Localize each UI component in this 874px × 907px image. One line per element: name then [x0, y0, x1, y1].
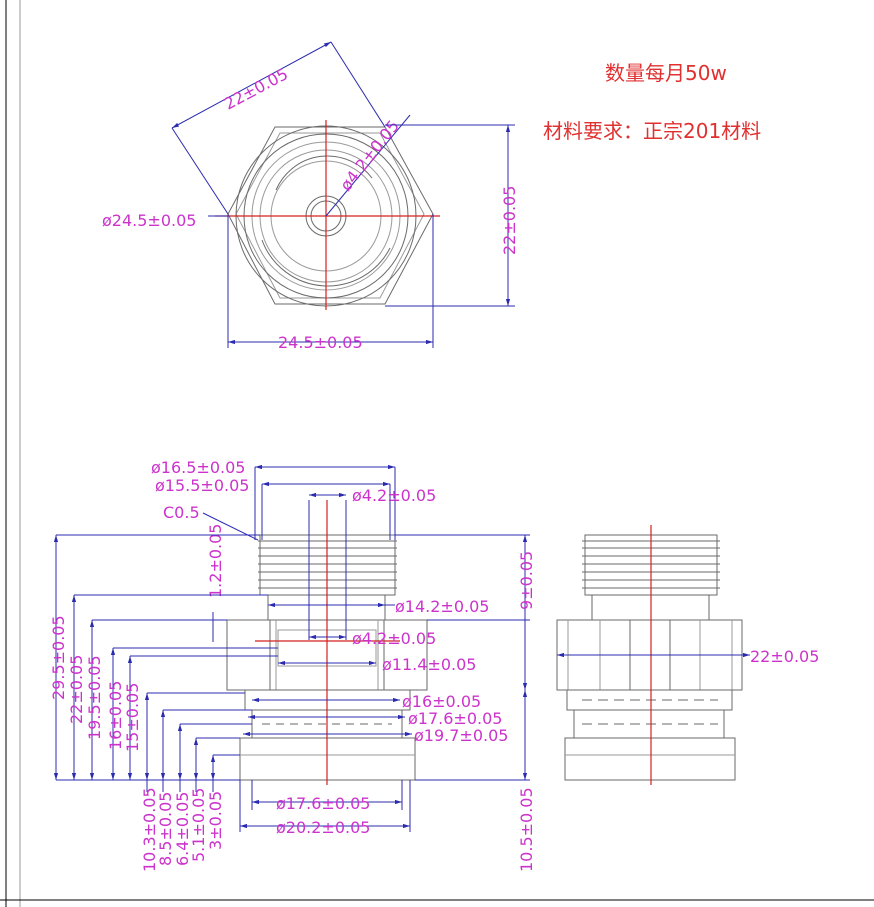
- note-material: 材料要求：正宗201材料: [543, 119, 761, 143]
- dim-d176-b: ø17.6±0.05: [276, 794, 370, 813]
- dim-d155: ø15.5±0.05: [155, 476, 249, 495]
- dim-h85: 8.5±0.05: [156, 792, 175, 866]
- dim-h9: 9±0.05: [517, 551, 536, 610]
- dim-d202: ø20.2±0.05: [276, 818, 370, 837]
- dim-d42-mid: ø4.2±0.05: [352, 629, 436, 648]
- dim-top-height: 22±0.05: [500, 186, 519, 255]
- dim-h12: 1.2±0.05: [206, 524, 225, 598]
- dim-top-diag: 22±0.05: [221, 64, 291, 113]
- dim-d114: ø11.4±0.05: [382, 655, 476, 674]
- dim-d42-top: ø4.2±0.05: [352, 486, 436, 505]
- dim-h51: 5.1±0.05: [189, 788, 208, 862]
- dim-d197: ø19.7±0.05: [414, 726, 508, 745]
- dim-h105: 10.5±0.05: [517, 787, 536, 872]
- dim-d142: ø14.2±0.05: [395, 597, 489, 616]
- dim-top-width: 24.5±0.05: [278, 333, 363, 352]
- dim-h22: 22±0.05: [67, 655, 86, 724]
- dim-h103: 10.3±0.05: [140, 787, 159, 872]
- dim-c05: C0.5: [163, 503, 200, 522]
- top-view: 22±0.05 ø4.2±0.05 ø24.5±0.05 22±0.05 24.…: [102, 41, 519, 352]
- dim-d165: ø16.5±0.05: [151, 458, 245, 477]
- dim-h3: 3±0.05: [206, 791, 225, 850]
- dim-d16: ø16±0.05: [402, 692, 481, 711]
- note-quantity: 数量每月50w: [605, 61, 727, 85]
- front-view: ø16.5±0.05 ø15.5±0.05 ø4.2±0.05 C0.5 1.2…: [49, 458, 536, 872]
- dim-side-width: 22±0.05: [750, 647, 819, 666]
- dim-h64: 6.4±0.05: [173, 792, 192, 866]
- dim-top-across-corners: ø24.5±0.05: [102, 211, 196, 230]
- side-view: 22±0.05: [556, 525, 819, 785]
- dim-d176-a: ø17.6±0.05: [408, 709, 502, 728]
- dim-h15: 15±0.05: [123, 683, 142, 752]
- dim-h295: 29.5±0.05: [49, 615, 68, 700]
- dim-h16: 16±0.05: [106, 681, 125, 750]
- dim-h195: 19.5±0.05: [85, 655, 104, 740]
